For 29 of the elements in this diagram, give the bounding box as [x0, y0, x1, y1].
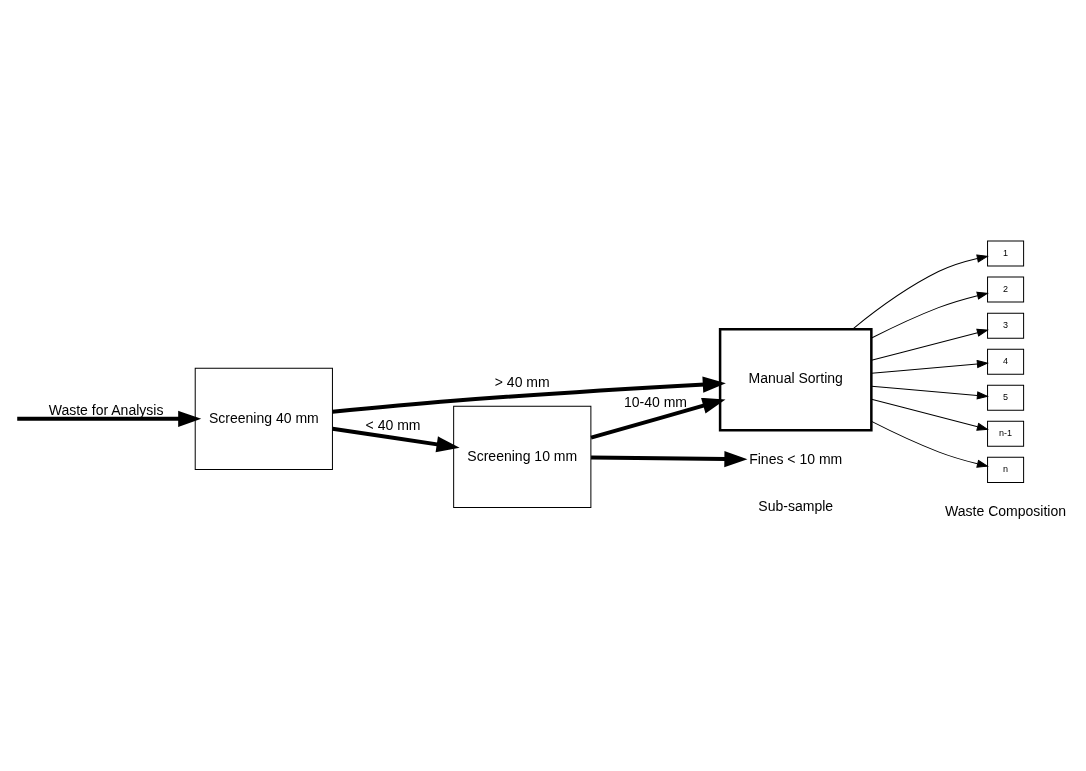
arrow — [871, 291, 988, 339]
arrow — [870, 398, 988, 431]
node-box: 5 — [987, 384, 1025, 411]
node-box: 1 — [987, 240, 1025, 267]
label: Sub-sample — [758, 497, 834, 514]
label: Waste Composition — [945, 502, 1067, 519]
arrow — [332, 376, 726, 414]
arrow — [332, 426, 460, 453]
node-box: 3 — [987, 312, 1025, 339]
node-box: Screening 40 mm — [194, 367, 333, 470]
arrow — [870, 328, 988, 361]
arrow — [17, 410, 202, 427]
edge-label: 10-40 mm — [623, 393, 688, 410]
edge-label: Waste for Analysis — [48, 402, 164, 418]
node-box: 2 — [987, 276, 1025, 303]
edge-label: < 40 mm — [365, 417, 421, 434]
arrow — [591, 451, 748, 468]
arrow — [870, 360, 988, 374]
arrow — [870, 385, 988, 400]
node-box: 4 — [987, 348, 1025, 375]
arrow — [852, 254, 988, 330]
arrow — [871, 420, 988, 468]
node-box: n — [987, 456, 1025, 483]
edge-label: > 40 mm — [494, 373, 550, 390]
node-text: Fines < 10 mm — [749, 450, 843, 467]
arrow — [590, 397, 726, 440]
node-box: Screening 10 mm — [453, 405, 592, 508]
node-box: Manual Sorting — [718, 327, 873, 432]
node-box: n-1 — [987, 420, 1025, 447]
